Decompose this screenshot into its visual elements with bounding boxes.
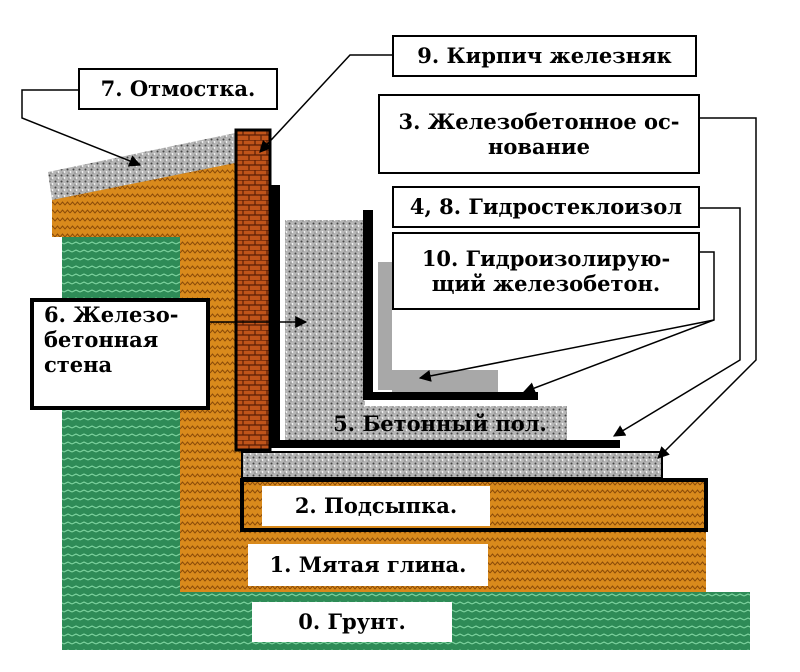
leader-9: [259, 54, 392, 153]
leader-10: [522, 251, 715, 394]
label-podsypka: 2. Подсыпка.: [262, 486, 490, 526]
brick-wall: [234, 128, 272, 452]
leader-10b: [418, 319, 715, 382]
concrete-base: [241, 451, 663, 479]
label-grunt: 0. Грунт.: [252, 602, 452, 642]
concrete-wall: [285, 220, 365, 442]
leader-48: [612, 207, 741, 437]
leader-3: [657, 117, 757, 459]
concrete-floor: [303, 406, 567, 444]
label-zhb-osnovanie: 3. Железобетонное ос- нование: [378, 94, 700, 174]
label-betonny-pol: 5. Бетонный пол.: [333, 411, 547, 437]
blind-area: [48, 132, 240, 200]
label-gidrosteklo: 4, 8. Гидростеклоизол: [392, 186, 700, 228]
label-kirpich: 9. Кирпич железняк: [392, 35, 697, 77]
label-otmostka: 7. Отмостка.: [78, 68, 278, 110]
clay-layer: [52, 160, 706, 592]
leader-lines: [21, 54, 757, 459]
waterproofing-lines: [270, 185, 620, 448]
label-zhb-stena: 6. Железо- бетонная стена: [30, 298, 210, 410]
label-gidroizol-zhb: 10. Гидроизолирую- щий железобетон.: [392, 232, 700, 310]
waterproof-concrete: [378, 262, 498, 392]
soil-layer: [62, 237, 750, 650]
leader-7: [21, 89, 142, 167]
label-myataya-glina: 1. Мятая глина.: [248, 544, 488, 586]
